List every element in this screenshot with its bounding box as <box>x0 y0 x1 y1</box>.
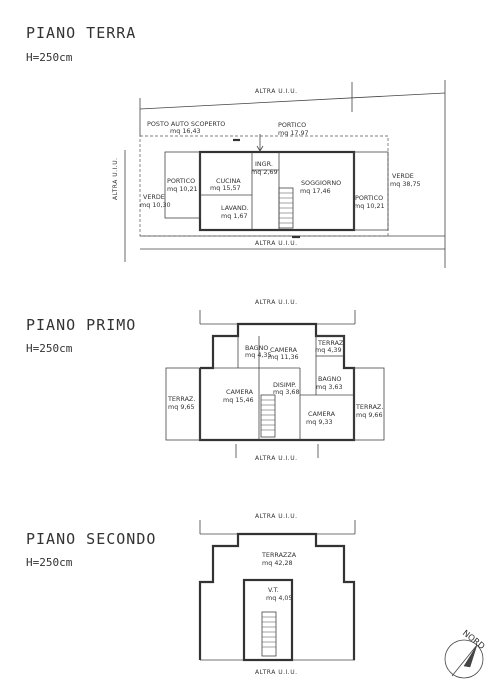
piano-primo-title: PIANO PRIMO <box>26 316 136 334</box>
terrace-top <box>315 335 345 357</box>
room-name: CUCINA <box>216 177 241 185</box>
street-label-left: ALTRA U.I.U. <box>112 158 119 201</box>
room-name: BAGNO <box>245 344 268 352</box>
piano-secondo-height: H=250cm <box>26 556 73 569</box>
room-area: mq 2,69 <box>251 168 278 176</box>
room-name: POSTO AUTO SCOPERTO <box>147 120 225 128</box>
room-area: mq 9,65 <box>168 403 195 411</box>
portico-left <box>164 151 201 219</box>
room-name: CAMERA <box>226 388 254 396</box>
room-name: TERRAZ. <box>317 339 345 347</box>
room-area: mq 4,39 <box>315 346 342 354</box>
room-name: CAMERA <box>270 346 298 354</box>
piano-terra-title: PIANO TERRA <box>26 24 136 42</box>
compass: NORD <box>444 628 487 679</box>
piano-secondo-title: PIANO SECONDO <box>26 530 156 548</box>
room-area: mq 4,35 <box>245 351 272 359</box>
room-name: PORTICO <box>278 121 306 129</box>
street-label-bottom: ALTRA U.I.U. <box>255 669 298 676</box>
room-area: mq 9,66 <box>356 411 383 419</box>
portico-right <box>353 151 389 231</box>
room-area: mq 15,57 <box>210 184 241 192</box>
room-name: TERRAZ. <box>355 403 383 411</box>
stair-box-second <box>242 578 294 662</box>
street-label-top: ALTRA U.I.U. <box>255 513 298 520</box>
room-area: mq 10,21 <box>354 202 385 210</box>
room-area: mq 4,05 <box>266 594 293 602</box>
room-name: VERDE <box>392 172 414 180</box>
room-name: CAMERA <box>308 410 336 418</box>
room-name: INGR. <box>255 160 273 168</box>
compass-needle <box>451 644 478 677</box>
room-area: mq 9,33 <box>306 418 333 426</box>
room-area: mq 17,46 <box>300 187 331 195</box>
piano-primo-height: H=250cm <box>26 342 73 355</box>
room-area: mq 42,28 <box>262 559 293 567</box>
stairs-first <box>260 394 276 438</box>
room-area: mq 10,30 <box>140 201 171 209</box>
piano-secondo: PIANO SECONDO H=250cm ALTRA U.I.U. ALTRA… <box>26 513 356 676</box>
room-area: mq 1,67 <box>221 212 248 220</box>
street-label-bottom: ALTRA U.I.U. <box>255 455 298 462</box>
room-name: PORTICO <box>167 177 195 185</box>
room-area: mq 38,75 <box>390 180 421 188</box>
room-area: mq 15,46 <box>223 396 254 404</box>
street-label-top: ALTRA U.I.U. <box>255 88 298 95</box>
terrace-outline-second <box>198 532 356 660</box>
piano-terra: PIANO TERRA H=250cm ALTRA U.I.U. ALTRA U… <box>26 24 446 268</box>
room-name: TERRAZ. <box>167 395 195 403</box>
piano-terra-height: H=250cm <box>26 51 73 64</box>
room-area: mq 10,21 <box>167 185 198 193</box>
terrace-right <box>353 367 385 441</box>
room-area: mq 17,97 <box>278 129 309 137</box>
room-name: V.T. <box>268 586 279 594</box>
room-name: BAGNO <box>318 375 341 383</box>
room-name: SOGGIORNO <box>301 179 341 187</box>
street-label-top: ALTRA U.I.U. <box>255 299 298 306</box>
room-name: VERDE <box>143 193 165 201</box>
stairs-second <box>261 611 277 657</box>
room-area: mq 11,36 <box>268 353 299 361</box>
north-arrow-icon <box>463 644 478 668</box>
room-name: DISIMP. <box>273 381 296 389</box>
room-area: mq 16,43 <box>170 127 201 135</box>
room-name: TERRAZZA <box>261 551 297 559</box>
piano-primo: PIANO PRIMO H=250cm ALTRA U.I.U. ALTRA U… <box>26 299 385 462</box>
street-label-bottom: ALTRA U.I.U. <box>255 240 298 247</box>
room-name: LAVAND. <box>221 204 249 212</box>
room-area: mq 3,63 <box>316 383 343 391</box>
stairs-ground <box>278 187 294 229</box>
compass-circle <box>444 639 484 679</box>
room-area: mq 3,68 <box>273 388 300 396</box>
lot-line-top <box>139 92 446 110</box>
terrace-left <box>165 367 201 441</box>
room-name: PORTICO <box>355 194 383 202</box>
